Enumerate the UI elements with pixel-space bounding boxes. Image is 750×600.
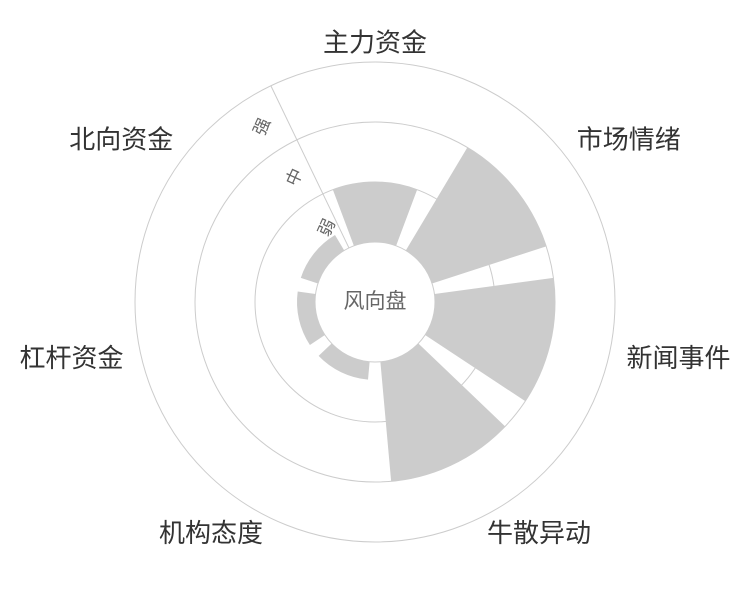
bar-主力资金[interactable]	[332, 181, 418, 246]
category-label: 牛散异动	[487, 519, 591, 549]
category-label: 市场情绪	[577, 126, 681, 156]
category-label: 机构态度	[159, 519, 263, 549]
category-label: 新闻事件	[627, 344, 731, 374]
center-label: 风向盘	[344, 289, 407, 313]
radial-axis-line	[270, 85, 350, 249]
radial-level-label: 中	[282, 166, 307, 190]
bar-机构态度[interactable]	[318, 343, 370, 380]
bar-牛散异动[interactable]	[380, 343, 506, 482]
bar-杠杆资金[interactable]	[297, 291, 325, 345]
grid-ring-3	[134, 61, 616, 543]
category-label: 主力资金	[323, 29, 427, 59]
radial-axis: 弱 中 强	[250, 85, 350, 249]
bar-北向资金[interactable]	[300, 235, 345, 284]
grid-rings	[134, 61, 616, 543]
category-label: 杠杆资金	[19, 344, 123, 374]
category-label: 北向资金	[69, 126, 173, 156]
bar-市场情绪[interactable]	[405, 147, 547, 284]
bars	[297, 147, 555, 482]
radial-level-label: 弱	[315, 216, 340, 240]
bar-新闻事件[interactable]	[425, 277, 555, 402]
radial-level-label: 强	[250, 115, 275, 139]
